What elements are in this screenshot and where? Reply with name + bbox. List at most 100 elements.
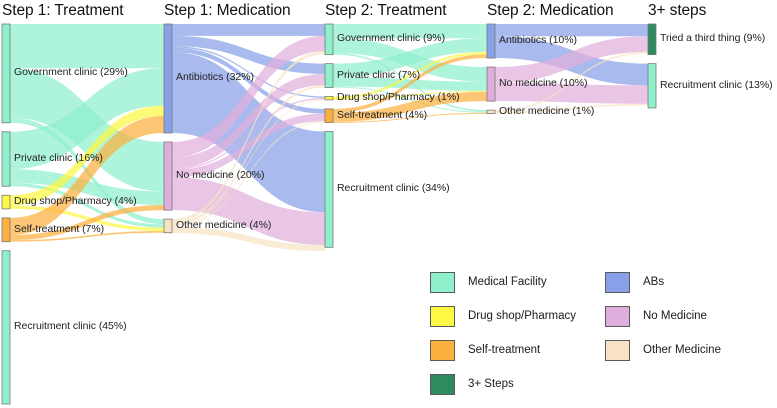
- sankey-link: [10, 24, 164, 69]
- legend-item-drug-shop-pharmacy: Drug shop/Pharmacy: [430, 299, 600, 333]
- sankey-node[interactable]: [647, 63, 657, 109]
- sankey-node-label: Drug shop/Pharmacy (4%): [14, 195, 137, 208]
- sankey-link: [172, 24, 325, 36]
- sankey-link: [495, 36, 648, 83]
- sankey-node-label: No medicine (20%): [176, 169, 265, 182]
- legend-label-drug-shop-pharmacy: Drug shop/Pharmacy: [468, 310, 577, 322]
- sankey-link: [333, 91, 487, 122]
- legend-column-right: ABs No Medicine Other Medicine: [605, 265, 775, 367]
- column-header-step1-treatment: Step 1: Treatment: [2, 2, 124, 19]
- legend-swatch-medical-facility: [430, 271, 455, 293]
- legend-swatch-other-medicine: [605, 339, 630, 361]
- sankey-node[interactable]: [647, 23, 657, 56]
- sankey-link: [10, 115, 164, 235]
- sankey-link: [172, 113, 325, 178]
- sankey-node-label: Recruitment clinic (45%): [14, 320, 127, 333]
- legend: Medical Facility Drug shop/Pharmacy Self…: [430, 265, 770, 395]
- column-header-step2-medication: Step 2: Medication: [487, 2, 614, 19]
- sankey-node[interactable]: [1, 194, 11, 210]
- legend-item-other-medicine: Other Medicine: [605, 333, 775, 367]
- sankey-link: [172, 35, 325, 158]
- sankey-node-label: Private clinic (16%): [14, 152, 103, 165]
- legend-label-no-medicine: No Medicine: [643, 310, 707, 322]
- sankey-node[interactable]: [486, 23, 496, 59]
- sankey-link: [172, 73, 325, 169]
- sankey-node-label: Private clinic (7%): [337, 68, 421, 81]
- sankey-link: [10, 105, 164, 206]
- legend-item-three-plus-steps: 3+ Steps: [430, 367, 600, 401]
- sankey-link: [333, 54, 487, 113]
- sankey-node-label: Tried a third thing (9%): [660, 32, 766, 45]
- sankey-link: [10, 205, 164, 232]
- sankey-node-label: Self-treatment (7%): [14, 222, 105, 235]
- legend-column-left: Medical Facility Drug shop/Pharmacy Self…: [430, 265, 600, 401]
- sankey-node-label: Government clinic (29%): [14, 66, 128, 79]
- sankey-node-label: Recruitment clinic (13%): [660, 78, 773, 91]
- sankey-node-label: Antibiotics (10%): [499, 34, 577, 47]
- sankey-node-label: Government clinic (9%): [337, 32, 446, 45]
- sankey-node-label: Drug shop/Pharmacy (1%): [337, 91, 460, 104]
- sankey-node[interactable]: [163, 218, 173, 234]
- sankey-link: [10, 182, 164, 228]
- sankey-link: [495, 24, 648, 37]
- sankey-links-layer: [10, 24, 648, 252]
- sankey-node[interactable]: [163, 141, 173, 211]
- sankey-node[interactable]: [324, 63, 334, 88]
- legend-swatch-three-plus-steps: [430, 373, 455, 395]
- legend-item-abs: ABs: [605, 265, 775, 299]
- legend-swatch-no-medicine: [605, 305, 630, 327]
- sankey-link: [172, 85, 325, 225]
- sankey-link: [172, 97, 325, 170]
- sankey-node[interactable]: [324, 96, 334, 101]
- sankey-node-label: Self-treatment (4%): [337, 108, 428, 121]
- sankey-link: [172, 47, 325, 114]
- sankey-link: [333, 24, 487, 39]
- sankey-node-label: Other medicine (4%): [176, 218, 272, 231]
- legend-item-no-medicine: No Medicine: [605, 299, 775, 333]
- sankey-node-label: No medicine (10%): [499, 77, 588, 90]
- sankey-link: [495, 51, 648, 112]
- sankey-node[interactable]: [1, 217, 11, 243]
- sankey-link: [10, 231, 164, 242]
- legend-swatch-abs: [605, 271, 630, 293]
- sankey-link: [172, 51, 325, 223]
- legend-label-medical-facility: Medical Facility: [468, 276, 547, 288]
- sankey-node[interactable]: [486, 109, 496, 114]
- legend-label-self-treatment: Self-treatment: [468, 344, 541, 356]
- sankey-link: [333, 90, 487, 100]
- sankey-link: [333, 38, 487, 78]
- legend-swatch-self-treatment: [430, 339, 455, 361]
- sankey-link: [172, 177, 325, 245]
- column-header-step2-treatment: Step 2: Treatment: [325, 2, 447, 19]
- sankey-link: [10, 169, 164, 205]
- sankey-node-label: Recruitment clinic (34%): [337, 182, 450, 195]
- sankey-link: [10, 205, 164, 241]
- sankey-node[interactable]: [1, 250, 11, 405]
- sankey-node[interactable]: [324, 108, 334, 123]
- sankey-node[interactable]: [1, 131, 11, 187]
- sankey-link: [333, 86, 487, 113]
- sankey-link: [172, 35, 325, 74]
- legend-label-abs: ABs: [643, 276, 665, 288]
- sankey-link: [172, 46, 325, 98]
- sankey-link: [172, 121, 325, 227]
- sankey-link: [172, 226, 325, 252]
- sankey-link: [172, 99, 325, 226]
- sankey-link: [495, 82, 648, 104]
- sankey-node[interactable]: [324, 131, 334, 248]
- sankey-link: [172, 52, 325, 213]
- legend-item-self-treatment: Self-treatment: [430, 333, 600, 367]
- sankey-node[interactable]: [324, 23, 334, 56]
- column-header-step1-medication: Step 1: Medication: [164, 2, 291, 19]
- sankey-node[interactable]: [163, 23, 173, 134]
- sankey-nodes-layer: [1, 23, 657, 405]
- sankey-node[interactable]: [1, 23, 11, 124]
- sankey-link: [10, 68, 164, 170]
- sankey-node-label: Other medicine (1%): [499, 104, 595, 117]
- legend-label-three-plus-steps: 3+ Steps: [468, 378, 514, 390]
- legend-swatch-drug-shop-pharmacy: [430, 305, 455, 327]
- sankey-link: [333, 112, 487, 123]
- sankey-node[interactable]: [486, 66, 496, 102]
- sankey-node-label: Antibiotics (32%): [176, 71, 254, 84]
